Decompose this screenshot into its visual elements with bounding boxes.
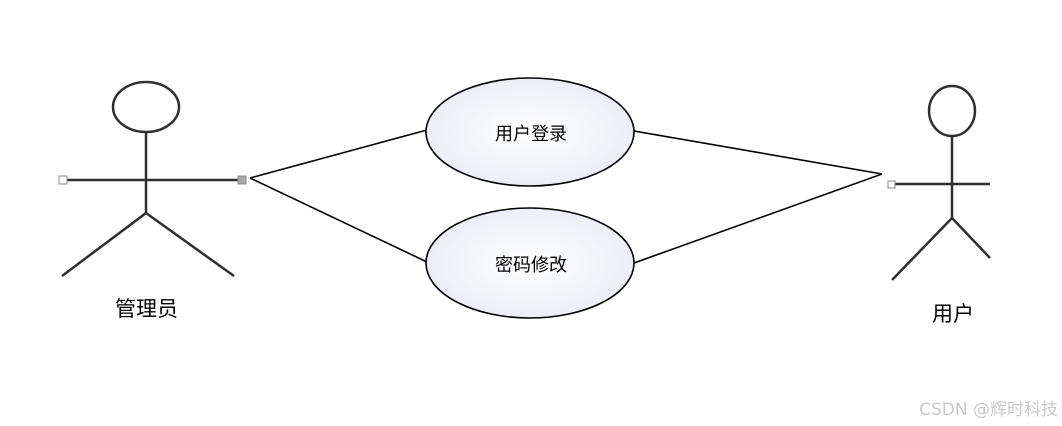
user-actor-left-leg: [891, 217, 953, 281]
assoc-admin-login[interactable]: [249, 129, 428, 179]
usecase-change-password-label: 密码修改: [495, 255, 567, 276]
assoc-user-change-password[interactable]: [633, 173, 883, 264]
user-actor[interactable]: [891, 84, 991, 281]
user-actor-clip-mask: [991, 0, 1062, 300]
user-left-handle[interactable]: [887, 180, 896, 189]
assoc-user-login[interactable]: [633, 130, 883, 175]
admin-right-handle[interactable]: [237, 175, 247, 185]
admin-actor-head: [111, 80, 181, 134]
admin-left-handle[interactable]: [58, 175, 68, 185]
csdn-watermark: CSDN @辉时科技: [919, 400, 1058, 420]
admin-actor-label: 管理员: [115, 297, 178, 321]
admin-actor[interactable]: [61, 80, 242, 278]
assoc-admin-change-password[interactable]: [249, 177, 428, 263]
usecase-login-label: 用户登录: [495, 124, 567, 145]
user-actor-head: [927, 84, 977, 138]
admin-actor-right-leg: [145, 211, 235, 278]
user-actor-label: 用户: [932, 302, 974, 326]
usecase-change-password-ellipse[interactable]: [425, 207, 635, 319]
usecase-login-ellipse[interactable]: [425, 77, 635, 187]
admin-actor-left-leg: [61, 212, 147, 277]
user-actor-right-leg: [951, 217, 991, 259]
